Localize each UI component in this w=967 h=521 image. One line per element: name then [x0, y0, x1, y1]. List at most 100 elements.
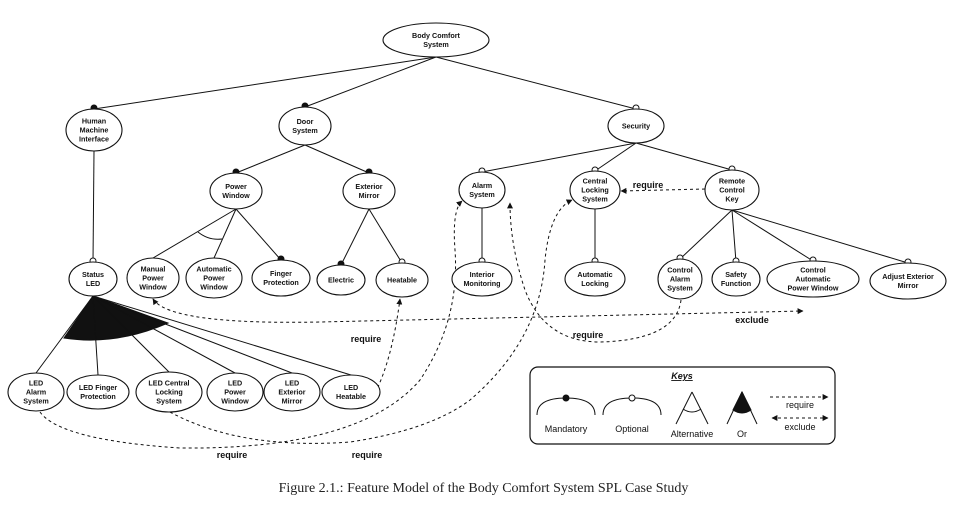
require-constraint-ctrlalarm-alarm	[507, 202, 682, 343]
edge-statusled-ledfinger	[92, 295, 99, 376]
feature-label-line: Mirror	[282, 397, 303, 406]
feature-label-line: Locking	[581, 186, 609, 195]
edge-hmi-statusled	[92, 150, 95, 263]
feature-label-line: Window	[222, 191, 250, 200]
edge-statusled-ledcls	[92, 295, 170, 373]
feature-ellipse	[711, 261, 761, 297]
feature-label-line: Window	[221, 397, 249, 406]
legend-optional-dot	[628, 394, 636, 402]
feature-ellipse	[206, 372, 264, 412]
feature-label-line: Automatic	[577, 270, 612, 279]
feature-label-line: Protection	[263, 278, 299, 287]
legend-title: Keys	[671, 371, 693, 381]
feature-label-line: System	[292, 126, 318, 135]
legend-alternative-lines	[675, 391, 709, 425]
legend-alternative-arc	[682, 408, 702, 413]
feature-ellipse	[375, 262, 429, 298]
legend-mandatory-dot	[562, 394, 570, 402]
feature-ellipse	[451, 261, 513, 297]
edge-extmirror-heatable	[368, 208, 403, 264]
feature-label-line: LED	[29, 378, 43, 387]
feature-ellipse	[607, 108, 665, 144]
feature-label-line: Interface	[79, 135, 109, 144]
feature-label-line: LED	[344, 383, 358, 392]
feature-label-line: Locking	[581, 279, 609, 288]
group-markers	[63, 231, 223, 341]
feature-label-line: System	[23, 397, 49, 406]
feature-label-line: Exterior	[355, 182, 382, 191]
edge-statusled-ledalarm	[35, 295, 94, 374]
feature-label-line: System	[469, 190, 495, 199]
feature-label-line: Safety	[725, 270, 747, 279]
feature-label-line: LED	[86, 279, 100, 288]
feature-label-line: Body Comfort	[412, 31, 461, 40]
edge-door-extmirror	[304, 144, 370, 174]
require-constraint-ledheatable-heatable	[374, 298, 403, 394]
feature-label-line: Window	[139, 283, 167, 292]
feature-label-line: Central	[583, 176, 608, 185]
edge-rck-adjmirror	[731, 209, 909, 264]
edge-powerwindow-fingerprot	[235, 208, 282, 261]
legend-require-label: require	[786, 400, 814, 410]
feature-label-line: Mirror	[359, 191, 380, 200]
edge-security-rck	[635, 142, 733, 171]
legend-box	[529, 366, 836, 445]
require-constraint-rck-cls	[620, 187, 706, 194]
feature-label-line: System	[667, 284, 693, 293]
feature-label-line: Adjust Exterior	[882, 272, 934, 281]
feature-label-line: Power	[225, 182, 247, 191]
require-label: require	[217, 450, 248, 460]
feature-label-line: Window	[200, 283, 228, 292]
tree-edges	[35, 56, 912, 376]
edge-bcs-security	[435, 56, 637, 110]
edge-rck-safety	[731, 209, 737, 263]
feature-label-line: Power	[203, 274, 225, 283]
feature-ellipse	[7, 372, 65, 412]
feature-label-line: Monitoring	[463, 279, 500, 288]
feature-label-line: Function	[721, 279, 751, 288]
edge-statusled-ledheatable	[92, 295, 352, 376]
edge-rck-ctrlautopw	[731, 209, 814, 262]
feature-electric: Electric	[316, 264, 366, 296]
feature-label-line: Control	[667, 265, 693, 274]
feature-ellipse	[251, 259, 311, 297]
require-label: require	[351, 334, 382, 344]
feature-ellipse	[65, 108, 123, 152]
feature-label-line: Status	[82, 270, 104, 279]
feature-label-line: Heatable	[336, 392, 366, 401]
feature-label-line: Power	[142, 274, 164, 283]
feature-label-line: Power	[224, 388, 246, 397]
feature-label-line: Key	[725, 195, 738, 204]
feature-ellipse	[185, 257, 243, 299]
feature-ellipse	[766, 260, 860, 298]
feature-ellipse	[209, 172, 263, 210]
edge-powerwindow-autopw	[213, 208, 237, 259]
edge-bcs-door	[304, 56, 437, 108]
legend-alternative-label: Alternative	[671, 429, 714, 439]
feature-label-line: Finger	[270, 269, 292, 278]
legend-or-label: Or	[737, 429, 747, 439]
feature-label-line: Control	[719, 186, 745, 195]
require-label: require	[633, 180, 664, 190]
feature-ellipse	[569, 170, 621, 210]
feature-label-line: LED	[285, 378, 299, 387]
edge-security-alarm	[481, 142, 637, 173]
